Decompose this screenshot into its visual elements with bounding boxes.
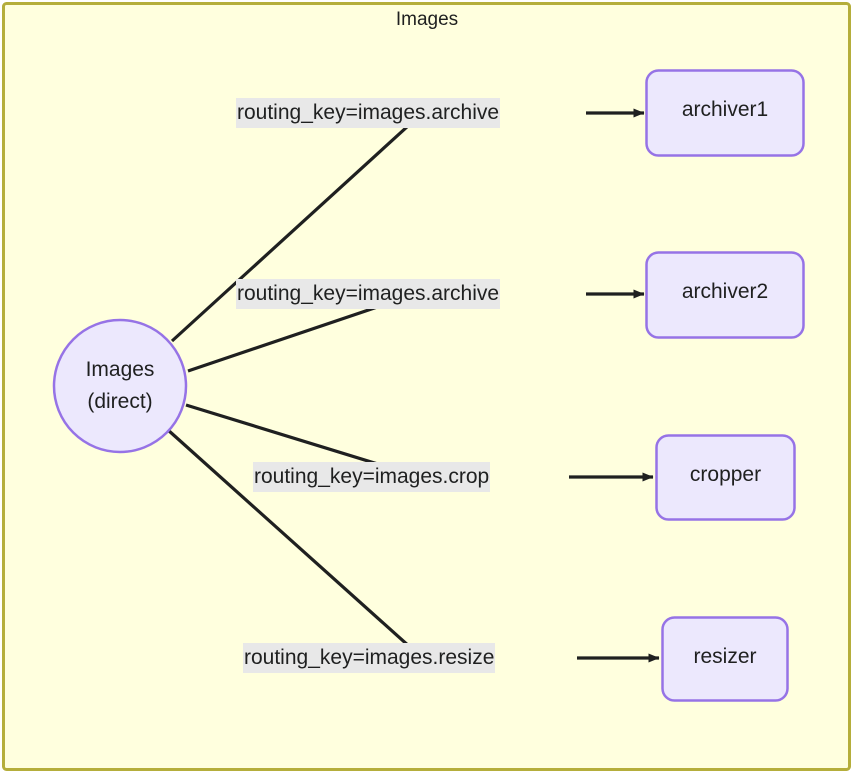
- edge-label-archiver1: routing_key=images.archive: [236, 98, 501, 128]
- subgraph-title: Images: [395, 9, 459, 30]
- node-cropper[interactable]: [655, 434, 796, 521]
- edge-label-resizer: routing_key=images.resize: [243, 643, 496, 673]
- edge-label-cropper: routing_key=images.crop: [253, 462, 491, 492]
- edge-label-archiver2: routing_key=images.archive: [236, 279, 501, 309]
- node-resizer[interactable]: [661, 616, 789, 702]
- node-archiver2[interactable]: [645, 251, 805, 339]
- edge-arrows: [569, 108, 660, 663]
- node-images-exchange[interactable]: [52, 318, 188, 454]
- node-archiver1[interactable]: [645, 69, 805, 157]
- edge-lines: [166, 124, 422, 658]
- edge-images-exchange-to-archiver1: [170, 124, 410, 343]
- edge-images-exchange-to-resizer: [166, 428, 422, 658]
